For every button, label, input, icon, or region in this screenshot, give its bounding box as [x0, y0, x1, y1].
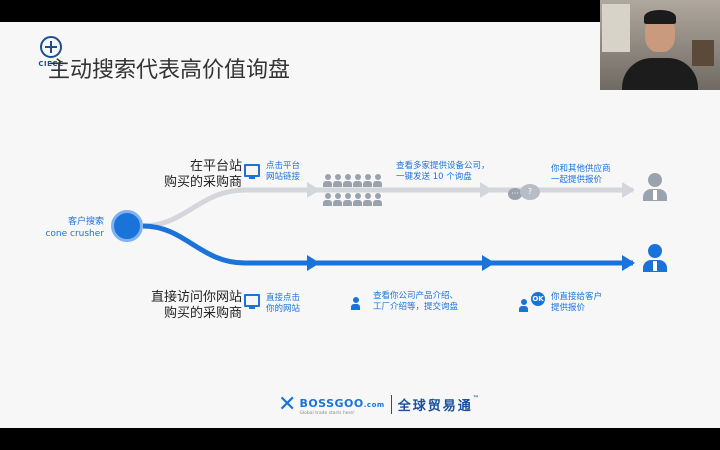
platform-buyer-person-icon — [643, 173, 667, 201]
flow-diagram — [119, 182, 635, 271]
platform-arrow-2 — [480, 182, 493, 198]
platform-buyer-label: 在平台站 购买的采购商 — [163, 159, 242, 190]
bossgoo-x-icon: ✕ — [278, 391, 297, 417]
platform-step1-text: 点击平台 网站链接 — [266, 161, 301, 182]
bossgoo-logo: ✕ BOSSGOO.com Global trade starts here! … — [278, 391, 481, 417]
logo-text: CIECC — [38, 60, 64, 68]
slide-title: 主动搜索代表高价值询盘 — [48, 58, 291, 83]
platform-path — [142, 187, 633, 229]
crowd-icon — [323, 174, 389, 208]
ciecc-logo: CIECC — [35, 36, 67, 74]
direct-step3-text: 你直接给客户 提供报价 — [551, 292, 603, 313]
direct-step2-text: 查看你公司产品介绍、 工厂介绍等，提交询盘 — [373, 291, 459, 312]
monitor-icon — [244, 294, 260, 309]
globe-icon — [40, 36, 62, 58]
search-circle — [111, 210, 143, 242]
direct-path — [142, 223, 633, 266]
direct-buyer-person-icon — [643, 244, 667, 272]
client-search-label: 客户搜索 cone crusher — [45, 217, 104, 239]
footer-tagline: Global trade starts here! — [299, 411, 355, 416]
footer-chinese-brand: 全球贸易通™ — [390, 394, 481, 414]
direct-arrow-1 — [307, 255, 320, 271]
presenter-webcam — [600, 0, 720, 90]
direct-buyer-label: 直接访问你网站 购买的采购商 — [150, 290, 242, 321]
direct-arrow-3 — [622, 255, 635, 271]
platform-arrow-3 — [622, 182, 635, 198]
person-icon — [351, 297, 360, 310]
chat-bubbles-icon: ··· ? — [508, 184, 542, 206]
footer-brand: BOSSGOO.com — [299, 397, 385, 410]
supplier-person-icon — [519, 299, 528, 312]
ok-bubble-icon: OK — [531, 292, 545, 306]
direct-step1-text: 直接点击 你的网站 — [266, 293, 301, 314]
direct-arrow-2 — [482, 255, 495, 271]
platform-arrow-1 — [307, 182, 320, 198]
platform-step3-text: 你和其他供应商 一起提供报价 — [551, 164, 611, 185]
monitor-icon — [244, 164, 260, 179]
platform-step2-text: 查看多家提供设备公司， 一键发送 10 个询盘 — [396, 161, 490, 182]
